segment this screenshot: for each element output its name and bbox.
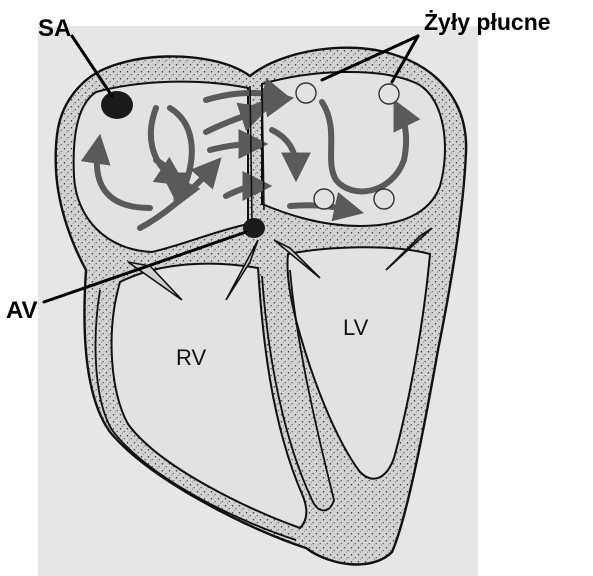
sa-node-icon <box>101 91 133 119</box>
right-ventricle-label: RV <box>176 345 206 370</box>
pulmonary-veins-label: Żyły płucne <box>424 9 551 35</box>
left-ventricle-label: LV <box>343 315 369 340</box>
av-label: AV <box>6 297 38 324</box>
pulmonary-vein-opening-icon <box>314 189 334 209</box>
sa-label: SA <box>38 15 71 42</box>
pulmonary-vein-opening-icon <box>374 189 394 209</box>
av-node-icon <box>243 218 265 238</box>
pulmonary-vein-opening-icon <box>296 83 316 103</box>
pulmonary-vein-opening-icon <box>379 84 399 104</box>
